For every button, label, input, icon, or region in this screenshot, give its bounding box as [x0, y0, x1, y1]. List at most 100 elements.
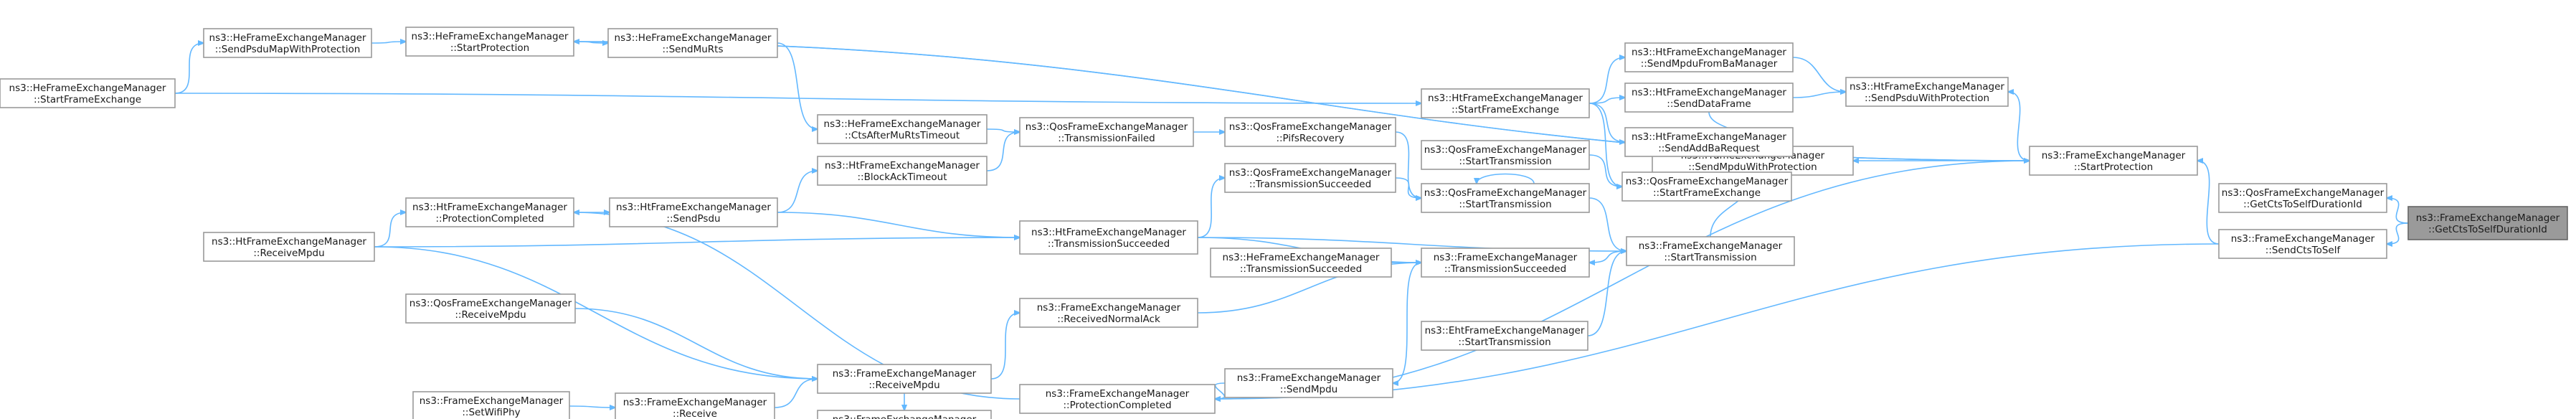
graph-node-n3[interactable]: ns3::FrameExchangeManager::SendCtsToSelf — [2218, 229, 2387, 259]
edge-n33-to-n34 — [986, 128, 1020, 132]
edge-n22-to-n20 — [1588, 154, 1622, 187]
node-box — [1421, 183, 1590, 213]
node-label-line: ::BlockAckTimeout — [858, 171, 947, 183]
graph-node-n36[interactable]: ns3::HeFrameExchangeManager::SendPsduMap… — [203, 28, 372, 58]
edge-path — [2197, 161, 2220, 245]
edge-n33-to-n32 — [986, 132, 1020, 171]
graph-node-n17[interactable]: ns3::HeFrameExchangeManager::Transmissio… — [1210, 248, 1392, 278]
graph-node-n22[interactable]: ns3::QosFrameExchangeManager::StartFrame… — [1621, 171, 1792, 202]
graph-node-n29[interactable]: ns3::HtFrameExchangeManager::ReceiveMpdu — [203, 232, 375, 262]
node-label-line: ns3::QosFrameExchangeManager — [1424, 187, 1587, 199]
node-label-line: ::ProtectionCompleted — [435, 213, 544, 225]
node-label-line: ::StartFrameExchange — [1653, 187, 1761, 199]
node-label-line: ::SendAddBaRequest — [1658, 143, 1760, 154]
graph-node-n32[interactable]: ns3::HtFrameExchangeManager::BlockAckTim… — [817, 156, 988, 186]
graph-node-n13[interactable]: ns3::FrameExchangeManager::ProtectionCom… — [817, 410, 992, 419]
graph-node-n10[interactable]: ns3::FrameExchangeManager::ReceiveMpdu — [817, 364, 992, 394]
graph-node-n23[interactable]: ns3::HtFrameExchangeManager::StartFrameE… — [1421, 88, 1590, 118]
node-box — [615, 392, 775, 419]
node-label-line: ns3::HeFrameExchangeManager — [824, 118, 981, 130]
node-label-line: ns3::HtFrameExchangeManager — [1632, 47, 1786, 58]
edge-n26-to-n23 — [1588, 98, 1625, 104]
node-label-line: ::TransmissionSucceeded — [1048, 238, 1170, 250]
node-label-line: ::SendDataFrame — [1667, 98, 1751, 110]
graph-node-n8[interactable]: ns3::HeFrameExchangeManager::StartProtec… — [405, 27, 574, 57]
edge-path — [1215, 243, 2220, 399]
graph-node-n15[interactable]: ns3::HtFrameExchangeManager::Transmissio… — [1019, 220, 1198, 255]
graph-node-n16[interactable]: ns3::FrameExchangeManager::TransmissionS… — [1421, 248, 1590, 278]
graph-node-n28[interactable]: ns3::HtFrameExchangeManager::ProtectionC… — [405, 197, 574, 227]
node-box — [1019, 298, 1198, 328]
node-label-line: ns3::QosFrameExchangeManager — [1424, 144, 1587, 156]
edge-n25-to-n23 — [1588, 103, 1625, 142]
edge-path — [1588, 197, 1626, 251]
node-label-line: ::GetCtsToSelfDurationId — [2243, 199, 2362, 210]
graph-node-n18[interactable]: ns3::FrameExchangeManager::StartTransmis… — [1626, 236, 1795, 266]
node-label-line: ns3::HtFrameExchangeManager — [1632, 131, 1786, 143]
node-box — [203, 28, 372, 58]
node-label-line: ::StartTransmission — [1459, 156, 1551, 167]
graph-node-n33[interactable]: ns3::QosFrameExchangeManager::Transmissi… — [1019, 117, 1194, 147]
graph-node-n37[interactable]: ns3::QosFrameExchangeManager::PifsRecove… — [1224, 117, 1396, 147]
node-label-line: ::GetCtsToSelfDurationId — [2428, 224, 2547, 235]
graph-node-n31[interactable]: ns3::HtFrameExchangeManager::SendPsdu — [609, 197, 778, 227]
node-box — [1224, 117, 1396, 147]
graph-node-n25[interactable]: ns3::HtFrameExchangeManager::SendAddBaRe… — [1624, 127, 1794, 157]
node-box — [1019, 384, 1216, 414]
graph-node-n21[interactable]: ns3::QosFrameExchangeManager::StartTrans… — [1421, 183, 1590, 213]
node-label-line: ns3::QosFrameExchangeManager — [1626, 176, 1789, 187]
node-label-line: ::StartProtection — [2074, 161, 2153, 173]
node-label-line: ::ReceiveMpdu — [253, 248, 324, 259]
node-label-line: ns3::HtFrameExchangeManager — [212, 236, 366, 248]
graph-node-n19[interactable]: ns3::EhtFrameExchangeManager::StartTrans… — [1421, 321, 1588, 351]
edge-n5-to-n3 — [1215, 243, 2220, 399]
edge-path — [990, 313, 1020, 380]
graph-node-n20[interactable]: ns3::QosFrameExchangeManager::StartTrans… — [1421, 140, 1590, 170]
node-label-line: ns3::HtFrameExchangeManager — [1031, 227, 1186, 238]
edge-path — [1792, 57, 1846, 92]
edge-path — [1395, 177, 1421, 198]
graph-node-n35[interactable]: ns3::HeFrameExchangeManager::SendMuRts — [607, 28, 778, 58]
node-box — [817, 364, 992, 394]
node-box — [412, 391, 570, 419]
graph-node-n5[interactable]: ns3::FrameExchangeManager::ProtectionCom… — [1019, 384, 1216, 414]
graph-node-n14[interactable]: ns3::FrameExchangeManager::ReceivedNorma… — [1019, 298, 1198, 328]
graph-node-n24[interactable]: ns3::HeFrameExchangeManager::StartFrameE… — [0, 78, 176, 108]
node-label-line: ::SendMuRts — [662, 44, 723, 55]
node-label-line: ns3::HeFrameExchangeManager — [209, 32, 366, 44]
edge-n8-to-n36 — [371, 42, 406, 43]
node-label-line: ns3::FrameExchangeManager — [1046, 388, 1190, 400]
node-label-line: ::PifsRecovery — [1276, 133, 1344, 144]
node-label-line: ns3::HtFrameExchangeManager — [412, 202, 567, 213]
graph-node-n26[interactable]: ns3::HtFrameExchangeManager::SendDataFra… — [1624, 83, 1794, 113]
edge-n18-to-n21 — [1588, 197, 1626, 251]
edge-n32-to-n31 — [777, 171, 818, 213]
node-label-line: ::StartFrameExchange — [34, 94, 141, 105]
graph-node-n27[interactable]: ns3::HtFrameExchangeManager::SendMpduFro… — [1624, 42, 1794, 72]
graph-node-n1: ns3::FrameExchangeManager::GetCtsToSelfD… — [2407, 206, 2568, 240]
node-label-line: ns3::FrameExchangeManager — [2231, 233, 2375, 245]
node-box — [1421, 321, 1588, 351]
graph-node-n4[interactable]: ns3::FrameExchangeManager::StartProtecti… — [2029, 146, 2198, 176]
graph-node-n2[interactable]: ns3::QosFrameExchangeManager::GetCtsToSe… — [2218, 183, 2387, 213]
node-label-line: ns3::FrameExchangeManager — [833, 368, 977, 380]
node-box — [2407, 206, 2568, 240]
node-label-line: ns3::HeFrameExchangeManager — [412, 31, 569, 42]
graph-node-n12[interactable]: ns3::FrameExchangeManager::SetWifiPhy — [412, 391, 570, 419]
node-label-line: ns3::FrameExchangeManager — [1434, 252, 1578, 263]
graph-node-n9[interactable]: ns3::FrameExchangeManager::SendMpdu — [1224, 368, 1393, 398]
edge-n27-to-n23 — [1588, 57, 1625, 104]
graph-node-n34[interactable]: ns3::HeFrameExchangeManager::CtsAfterMuR… — [817, 114, 988, 144]
node-label-line: ::StartFrameExchange — [1452, 104, 1559, 116]
node-label-line: ::ReceivedNormalAck — [1057, 314, 1160, 325]
node-box — [1019, 117, 1194, 147]
node-label-line: ::ProtectionCompleted — [1063, 400, 1171, 411]
graph-node-n38[interactable]: ns3::QosFrameExchangeManager::Transmissi… — [1224, 163, 1396, 193]
edge-path — [1588, 57, 1625, 104]
edge-path — [374, 212, 406, 248]
graph-node-n30[interactable]: ns3::QosFrameExchangeManager::ReceiveMpd… — [405, 293, 576, 324]
graph-node-n11[interactable]: ns3::FrameExchangeManager::Receive — [615, 392, 775, 419]
node-label-line: ns3::HeFrameExchangeManager — [615, 32, 772, 44]
graph-node-n7[interactable]: ns3::HtFrameExchangeManager::SendPsduWit… — [1845, 77, 2009, 107]
node-label-line: ::SendPsduWithProtection — [1865, 93, 1989, 104]
